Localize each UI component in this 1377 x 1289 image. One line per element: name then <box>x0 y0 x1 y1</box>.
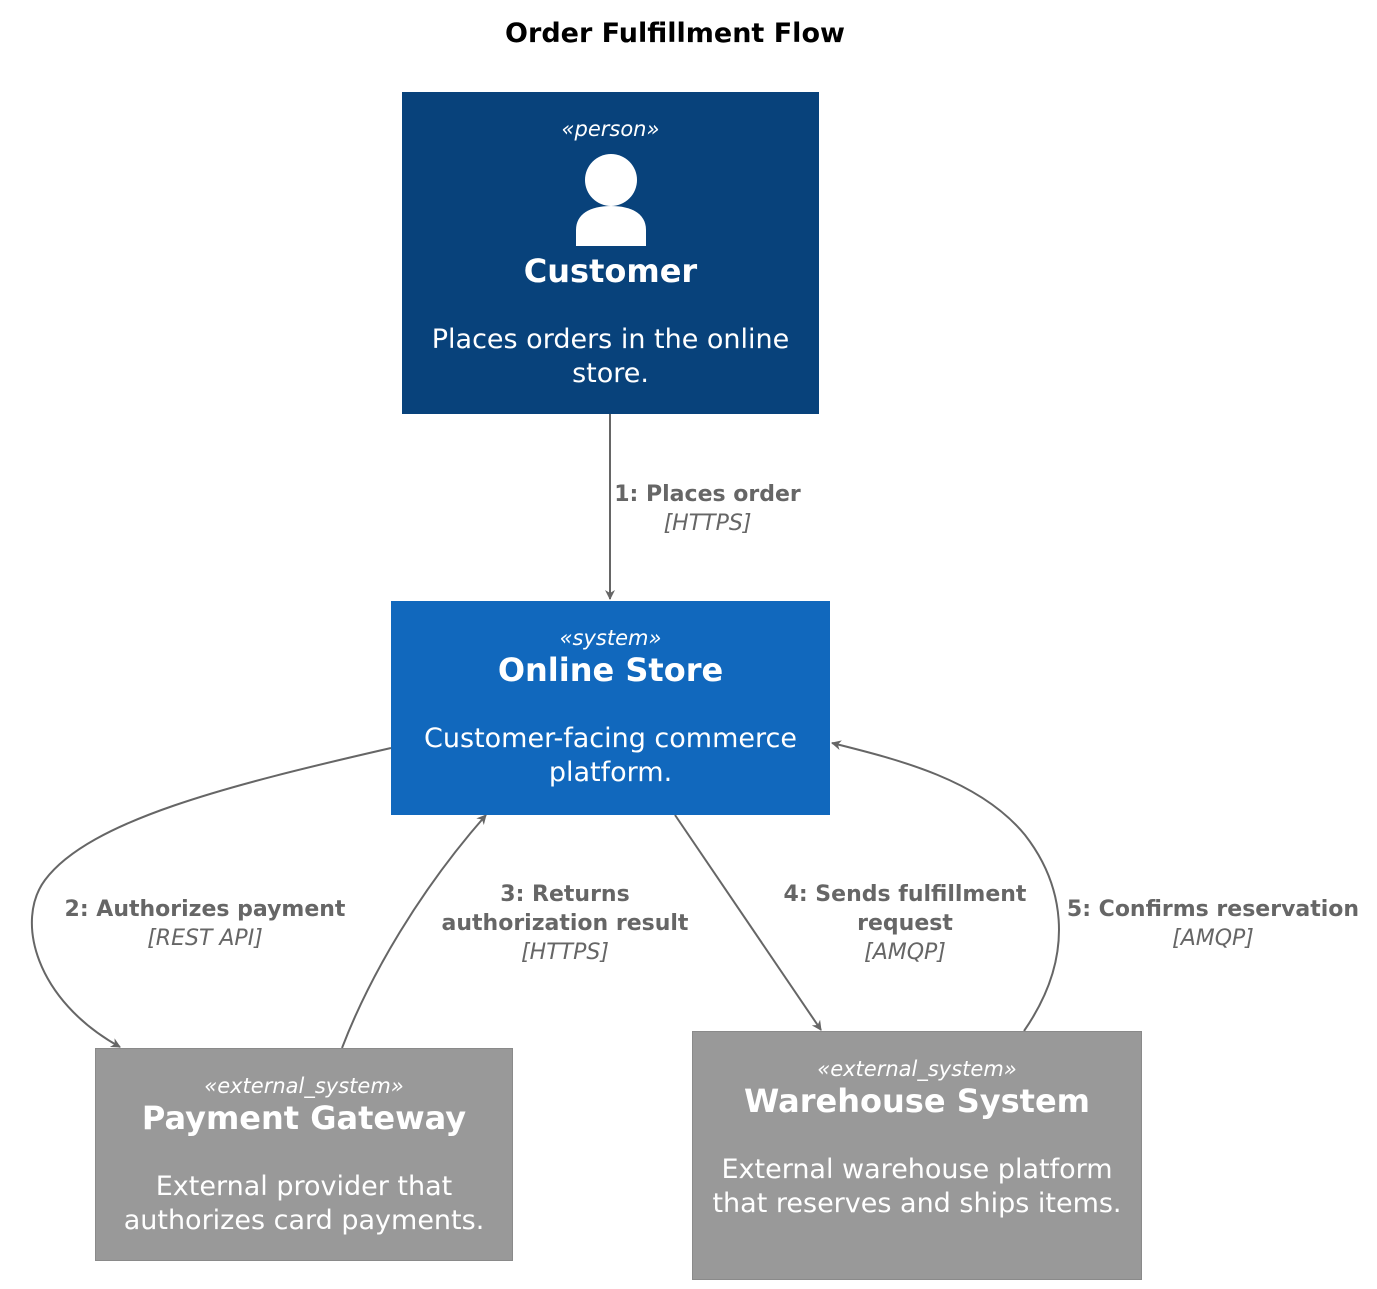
edge-label-returns-authorization: 3: Returns authorization result [HTTPS] <box>420 880 710 967</box>
edge-1-protocol: [HTTPS] <box>663 511 752 536</box>
online-store-description: Customer-facing commerce platform. <box>424 723 797 788</box>
payment-gateway-description: External provider that authorizes card p… <box>123 1171 485 1236</box>
online-store-name: Online Store <box>497 651 724 689</box>
edge-label-places-order: 1: Places order [HTTPS] <box>600 480 815 538</box>
customer-name: Customer <box>523 252 698 290</box>
edge-5-label: 5: Confirms reservation <box>1066 897 1360 922</box>
edge-store-to-warehouse <box>674 814 822 1031</box>
edge-2-label: 2: Authorizes payment <box>64 897 346 922</box>
payment-gateway-node[interactable]: «external_system» Payment Gateway Extern… <box>95 1048 513 1261</box>
edge-store-to-payment <box>30 747 392 1048</box>
customer-stereotype: «person» <box>561 117 660 141</box>
online-store-system-node[interactable]: «system» Online Store Customer-facing co… <box>391 601 830 815</box>
edge-warehouse-to-store <box>831 740 1060 1032</box>
edge-label-confirms-reservation: 5: Confirms reservation [AMQP] <box>1052 895 1374 953</box>
edge-4-protocol: [AMQP] <box>864 940 946 965</box>
online-store-stereotype: «system» <box>559 626 662 650</box>
warehouse-system-stereotype: «external_system» <box>817 1057 1017 1081</box>
diagram-title: Order Fulfillment Flow <box>505 18 845 49</box>
customer-description: Places orders in the online store. <box>431 324 790 389</box>
edge-label-authorizes-payment: 2: Authorizes payment [REST API] <box>50 895 360 953</box>
customer-person-node[interactable]: «person» Customer Places orders in the o… <box>402 92 819 414</box>
edge-5-protocol: [AMQP] <box>1172 926 1254 951</box>
edge-label-sends-fulfillment: 4: Sends fulfillment request [AMQP] <box>765 880 1045 967</box>
person-icon <box>575 154 646 246</box>
warehouse-system-description: External warehouse platform that reserve… <box>712 1154 1122 1219</box>
edge-3-protocol: [HTTPS] <box>521 940 609 965</box>
edge-payment-to-store <box>341 814 487 1049</box>
payment-gateway-stereotype: «external_system» <box>204 1074 404 1098</box>
warehouse-system-node[interactable]: «external_system» Warehouse System Exter… <box>692 1031 1142 1280</box>
edge-1-label: 1: Places order <box>614 482 801 507</box>
edge-2-protocol: [REST API] <box>147 926 263 951</box>
edge-3-label: 3: Returns authorization result <box>441 882 689 936</box>
warehouse-system-name: Warehouse System <box>744 1082 1090 1120</box>
payment-gateway-name: Payment Gateway <box>141 1099 467 1137</box>
edge-4-label: 4: Sends fulfillment request <box>783 882 1027 936</box>
